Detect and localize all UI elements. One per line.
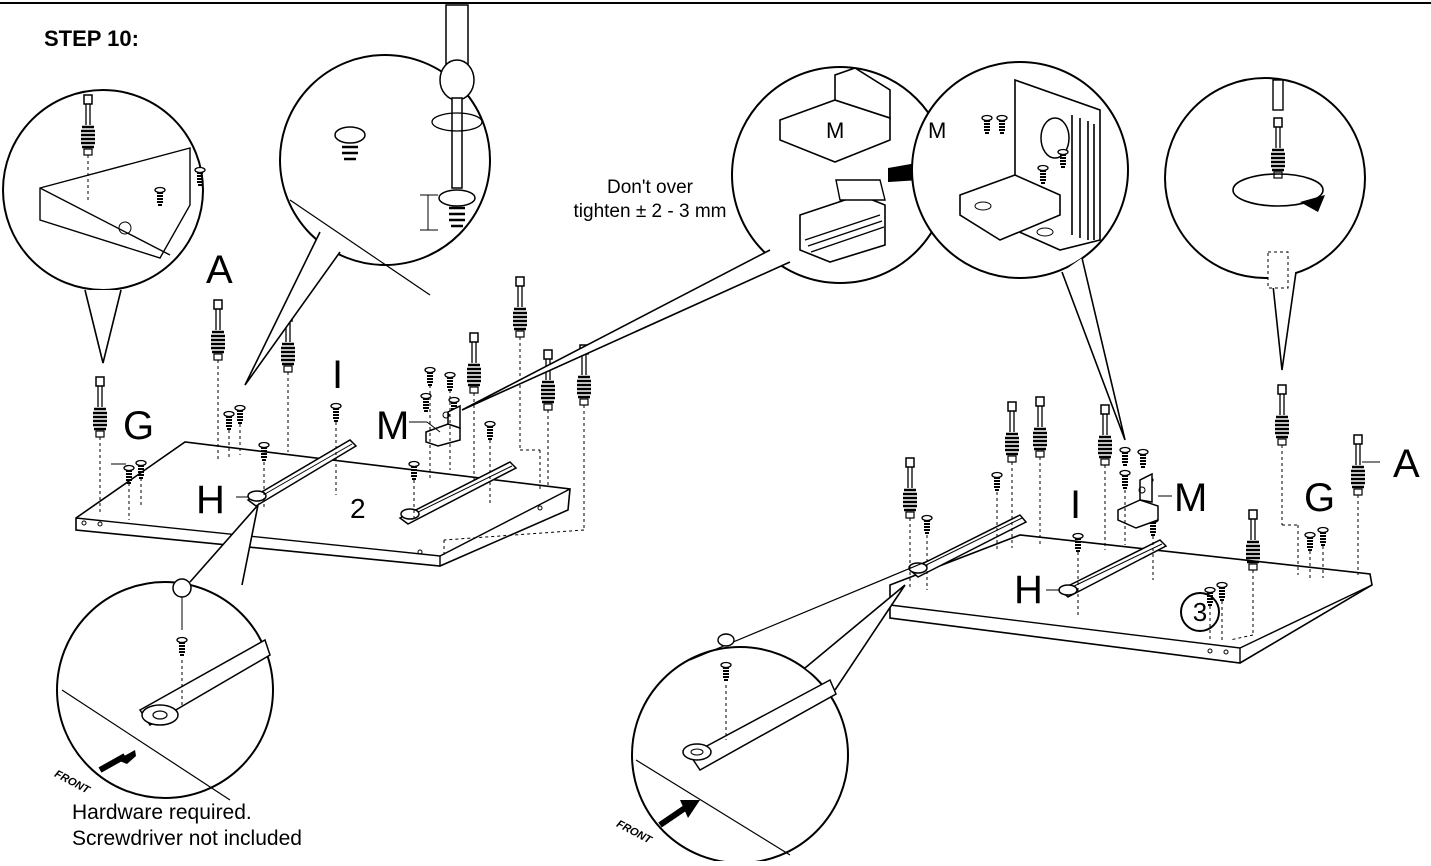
right-label-h: H — [1014, 568, 1043, 612]
right-label-a: A — [1393, 442, 1420, 486]
m-detail-circle — [461, 66, 949, 411]
left-panel-board — [75, 441, 571, 567]
left-label-a: A — [206, 248, 233, 292]
hardware-note-line-2: Screwdriver not included — [72, 827, 302, 850]
left-label-h: H — [196, 478, 225, 522]
right-detail-circle-cam — [1164, 77, 1366, 371]
right-label-m: M — [1174, 476, 1208, 520]
step-title: STEP 10: — [44, 26, 139, 51]
caution-note: Don't over tighten ± 2 - 3 mm — [535, 176, 765, 224]
left-leader-lines — [111, 421, 441, 498]
left-detail-circle-screwdriver — [244, 4, 491, 386]
right-detail-circle-slide — [631, 559, 931, 864]
hardware-note-line-1: Hardware required. — [72, 801, 252, 824]
left-label-m: M — [376, 404, 410, 448]
left-detail-circle-board — [2, 89, 206, 364]
right-label-i: I — [1070, 483, 1082, 527]
caution-line-1: Don't over — [606, 177, 693, 198]
right-leader-lines — [1046, 461, 1380, 591]
left-label-i: I — [332, 353, 344, 397]
right-guide-lines — [909, 445, 1359, 641]
right-m-bracket — [1117, 472, 1159, 529]
hardware-note: Hardware required. Screwdriver not inclu… — [72, 800, 302, 852]
left-label-g: G — [123, 404, 155, 448]
left-board-number: 2 — [350, 493, 366, 524]
m-detail-circle-2 — [911, 61, 1129, 441]
left-m-bracket — [425, 404, 461, 447]
m-detail-bracket-label: M — [928, 118, 947, 143]
m-detail-part-label: M — [826, 118, 845, 143]
caution-line-2: tighten ± 2 - 3 mm — [573, 201, 727, 222]
right-drawer-slide-2 — [1058, 539, 1168, 598]
right-board-number: 3 — [1180, 592, 1220, 632]
right-label-g: G — [1304, 476, 1336, 520]
left-detail-circle-slide — [56, 502, 274, 801]
left-guide-lines — [99, 337, 585, 555]
